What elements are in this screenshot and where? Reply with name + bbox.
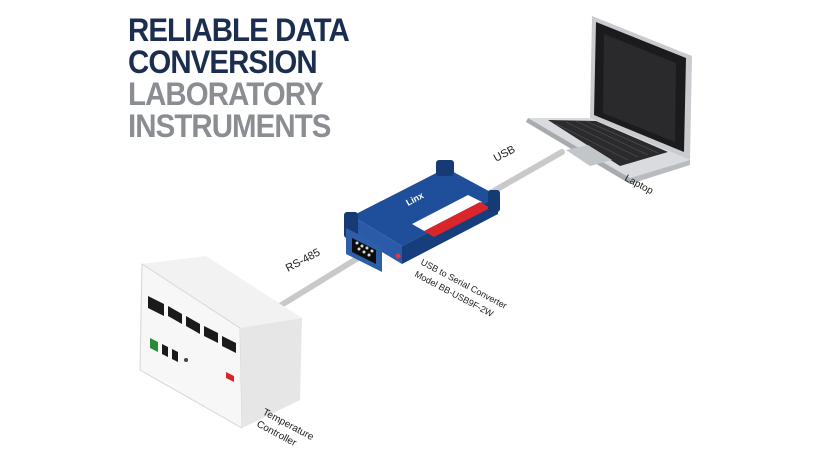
rs485-label: RS-485 <box>284 247 323 275</box>
headline-line-3: LABORATORY <box>128 76 324 112</box>
usb-label: USB <box>492 143 518 164</box>
headline-line-1: RELIABLE DATA <box>128 12 350 48</box>
usb-serial-converter: Linx <box>344 160 500 272</box>
rs485-cable <box>267 255 361 315</box>
headline-line-4: INSTRUMENTS <box>128 108 331 144</box>
laptop-illustration <box>526 16 692 184</box>
headline: RELIABLE DATA CONVERSION LABORATORY INST… <box>128 12 350 144</box>
headline-line-2: CONVERSION <box>128 44 318 80</box>
temperature-controller-illustration <box>139 256 302 429</box>
